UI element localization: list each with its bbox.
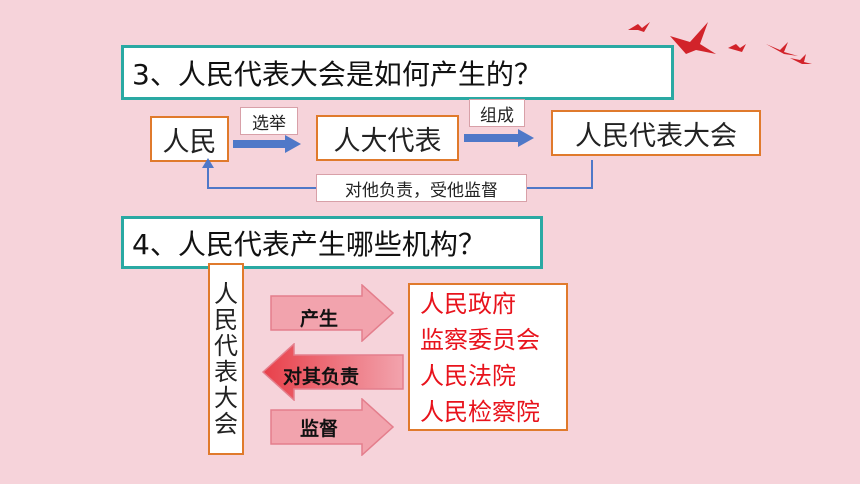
question-3-title: 3、人民代表大会是如何产生的？ (121, 45, 674, 100)
birds-decoration (628, 22, 812, 64)
elect-arrow (233, 135, 301, 153)
responsible-arrow (262, 343, 404, 401)
organs-box: 人民政府 监察委员会 人民法院 人民检察院 (408, 283, 568, 431)
bird-icon (766, 42, 798, 56)
feedback-label: 对他负责，受他监督 (316, 174, 527, 202)
deputies-box: 人大代表 (316, 115, 459, 161)
form-arrow (464, 129, 534, 147)
responsible-arrow-label: 对其负责 (283, 366, 360, 388)
bird-icon (790, 54, 812, 64)
form-label: 组成 (469, 99, 525, 127)
congress-char: 会 (214, 410, 238, 438)
organ-item: 人民检察院 (420, 398, 540, 426)
congress-char: 人 (214, 280, 238, 308)
bird-icon (670, 22, 716, 54)
congress-char: 代 (214, 332, 238, 360)
supervise-arrow (270, 398, 394, 456)
produce-arrow-label: 产生 (300, 308, 339, 330)
bird-icon (628, 22, 650, 32)
organ-item: 人民政府 (420, 290, 516, 318)
organ-item: 人民法院 (420, 362, 516, 390)
congress-char: 民 (214, 306, 238, 334)
produce-arrow (270, 284, 394, 342)
supervise-arrow-label: 监督 (300, 418, 339, 440)
congress-vertical-box: 人 民 代 表 大 会 (208, 263, 244, 455)
congress-box: 人民代表大会 (551, 110, 761, 156)
congress-char: 表 (214, 358, 238, 386)
congress-char: 大 (214, 384, 238, 412)
elect-label: 选举 (240, 107, 298, 135)
people-box: 人民 (150, 116, 229, 162)
organ-item: 监察委员会 (420, 326, 540, 354)
question-4-title: 4、人民代表产生哪些机构？ (121, 216, 543, 269)
bird-icon (728, 44, 746, 52)
